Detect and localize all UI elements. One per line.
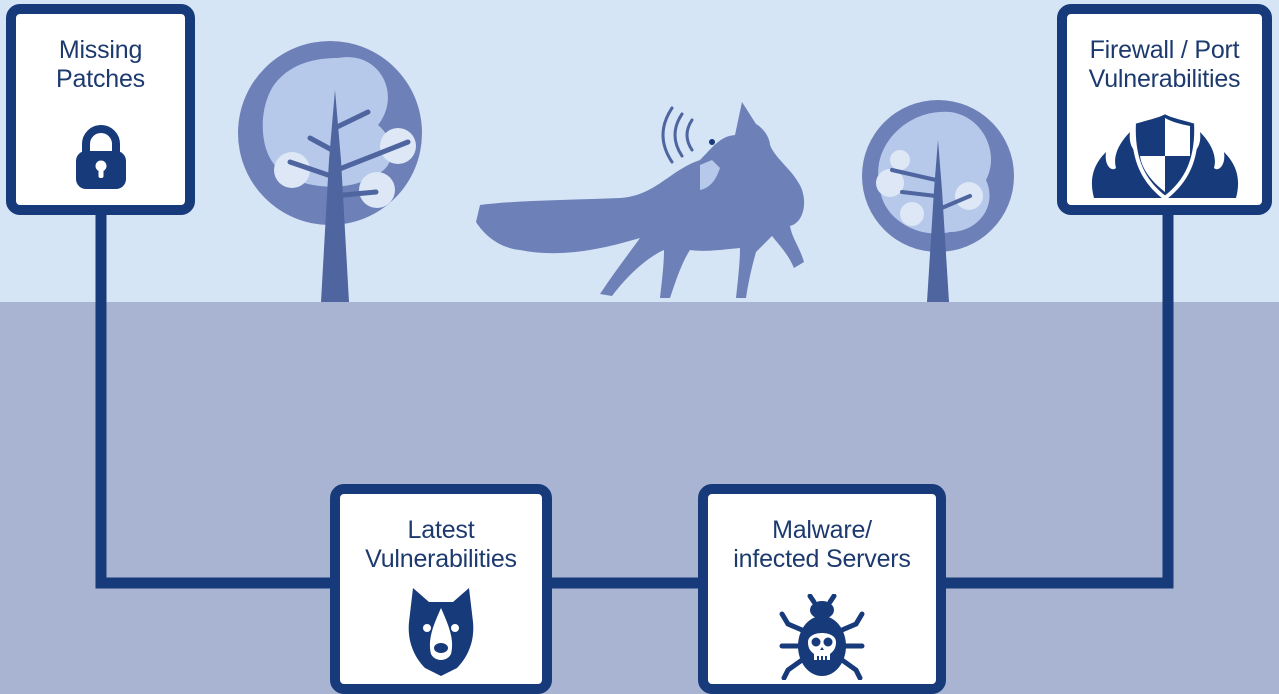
burning-shield-icon	[1091, 110, 1238, 201]
node-malware-infected-servers: Malware/ infected Servers	[698, 484, 946, 694]
node-latest-label: Latest Vulnerabilities	[365, 516, 517, 573]
node-firewall-label: Firewall / Port Vulnerabilities	[1088, 36, 1241, 93]
node-latest-vulnerabilities: Latest Vulnerabilities	[330, 484, 552, 694]
connector-lines	[95, 210, 1174, 589]
node-missing-patches-label: Missing Patches	[56, 36, 145, 93]
padlock-icon	[75, 125, 126, 189]
connector-malware-to-firewall	[940, 210, 1174, 589]
fox-icon	[476, 102, 805, 298]
node-firewall-port-vulnerabilities: Firewall / Port Vulnerabilities	[1057, 4, 1272, 215]
skull-bug-icon	[779, 594, 865, 680]
node-malware-label: Malware/ infected Servers	[733, 516, 911, 573]
node-missing-patches: Missing Patches	[6, 4, 195, 215]
tree-left-icon	[238, 41, 422, 302]
connector-patches-to-latest	[95, 210, 340, 589]
tree-right-icon	[862, 100, 1014, 302]
ground	[0, 302, 1279, 694]
dog-face-icon	[408, 588, 474, 676]
